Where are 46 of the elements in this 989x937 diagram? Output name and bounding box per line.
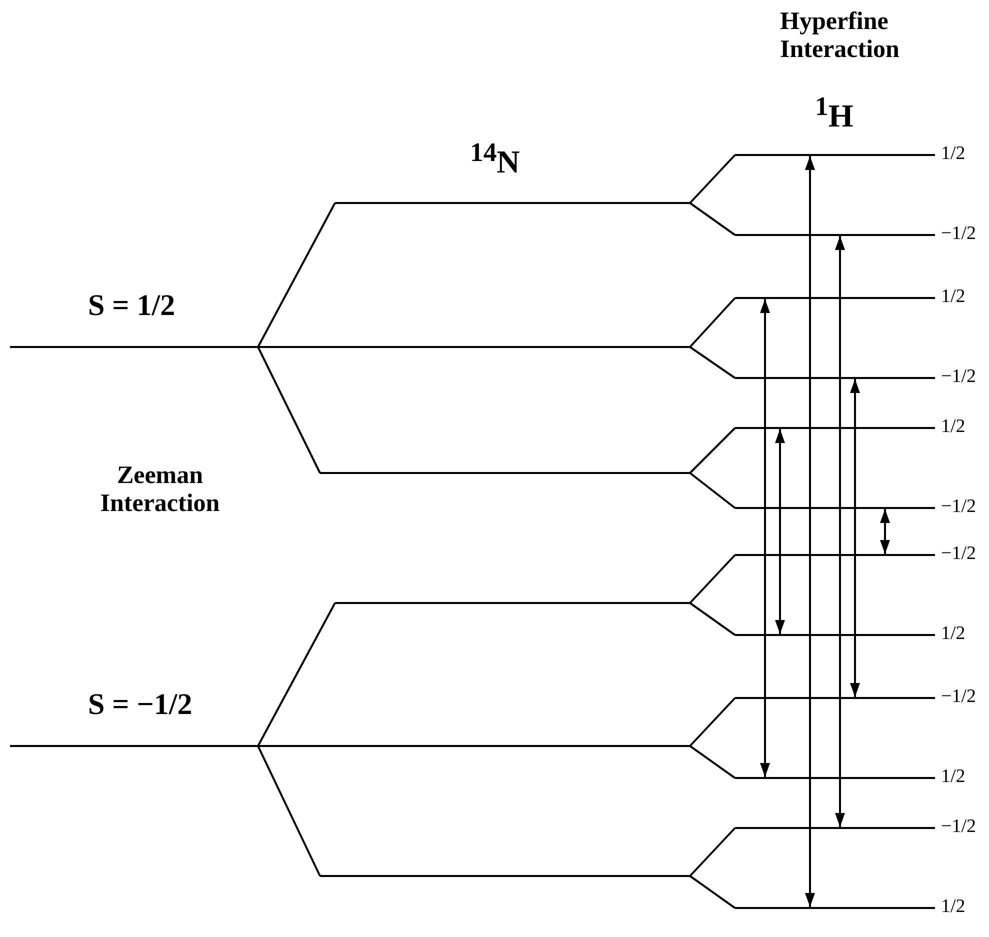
energy-level-line <box>335 202 690 204</box>
energy-level-line <box>258 346 690 348</box>
spin-fraction: 1/2 <box>941 766 966 788</box>
spin-fraction: −1/2 <box>941 223 976 245</box>
nucleus-label: $^{1}$H <box>815 92 854 134</box>
splitting-line <box>689 827 736 877</box>
transition-arrow <box>835 236 845 827</box>
splitting-line <box>689 202 736 236</box>
splitting-line <box>689 297 736 348</box>
spin-fraction: 1/2 <box>941 416 966 438</box>
spin-fraction: 1/2 <box>941 623 966 645</box>
energy-level-line <box>335 602 690 604</box>
splitting-line <box>689 427 736 474</box>
spin-fraction: 1/2 <box>941 286 966 308</box>
heading-label: Zeeman Interaction <box>99 462 221 517</box>
heading-label: Hyperfine Interaction <box>780 8 900 63</box>
spin-fraction: −1/2 <box>941 816 976 838</box>
splitting-line <box>689 554 736 604</box>
splitting-line <box>689 602 736 636</box>
splitting-line <box>689 472 736 509</box>
spin-fraction: −1/2 <box>941 686 976 708</box>
splitting-line <box>257 602 336 746</box>
spin-label: S = 1/2 <box>88 289 176 323</box>
spin-fraction: −1/2 <box>941 543 976 565</box>
transition-arrow <box>880 509 890 554</box>
energy-level-line <box>258 745 690 747</box>
splitting-line <box>689 875 736 909</box>
splitting-line <box>257 202 336 348</box>
splitting-line <box>689 745 736 779</box>
transition-arrow <box>760 299 770 777</box>
splitting-line <box>689 697 736 747</box>
energy-level-line <box>320 472 690 474</box>
transition-arrow <box>850 379 860 697</box>
transition-arrow <box>805 156 815 907</box>
transition-arrow <box>775 429 785 634</box>
spin-fraction: 1/2 <box>941 143 966 165</box>
splitting-line <box>689 346 736 379</box>
splitting-line <box>257 346 321 474</box>
spin-fraction: −1/2 <box>941 496 976 518</box>
nucleus-label: $^{14}$N <box>470 138 521 180</box>
splitting-line <box>257 746 321 876</box>
spin-label: S = −1/2 <box>88 688 192 722</box>
splitting-line <box>689 154 736 204</box>
spin-fraction: 1/2 <box>941 896 966 918</box>
spin-fraction: −1/2 <box>941 366 976 388</box>
energy-level-line <box>320 875 690 877</box>
